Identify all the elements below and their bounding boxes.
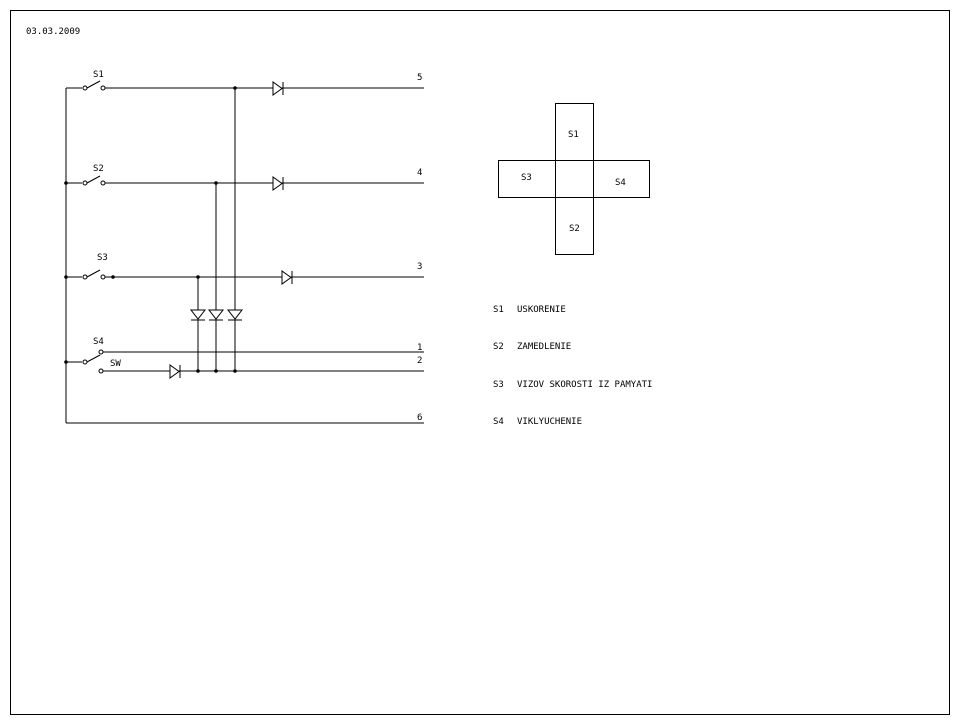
diode-line-4 [272, 176, 284, 191]
pad-down-label: S2 [569, 224, 580, 234]
legend-code-4: S4 [493, 417, 504, 427]
pad-right-box [593, 160, 650, 198]
switch-s3-label: S3 [97, 253, 108, 263]
terminal-1-label: 1 [417, 343, 422, 353]
junction-dots [64, 86, 237, 373]
drawing-border [10, 10, 950, 715]
switch-s2: S2 [66, 164, 106, 186]
switch-s2-label: S2 [93, 164, 104, 174]
terminal-3-label: 3 [417, 262, 422, 272]
pad-left-box [498, 160, 556, 198]
legend: S1 USKORENIE S2 ZAMEDLENIE S3 VIZOV SKOR… [493, 305, 652, 427]
pad-down-box [555, 197, 594, 255]
pad-left-label: S3 [521, 173, 532, 183]
diode-line-2 [169, 364, 181, 379]
terminal-5-label: 5 [417, 73, 422, 83]
legend-text-3: VIZOV SKOROSTI IZ PAMYATI [517, 380, 652, 390]
switch-s1-label: S1 [93, 70, 104, 80]
button-cross-layout: S1 S2 S3 S4 [498, 103, 650, 255]
legend-text-2: ZAMEDLENIE [517, 342, 571, 352]
diode-line-3 [281, 270, 293, 285]
switch-s4-label: S4 [93, 337, 104, 347]
switch-s1: S1 [66, 70, 106, 91]
diode-line-5 [272, 81, 284, 96]
legend-text-4: VIKLYUCHENIE [517, 417, 582, 427]
legend-text-1: USKORENIE [517, 305, 566, 315]
terminal-2-label: 2 [417, 356, 422, 366]
legend-code-3: S3 [493, 380, 504, 390]
pad-up-label: S1 [568, 130, 579, 140]
drawing-date: 03.03.2009 [26, 27, 80, 37]
legend-code-2: S2 [493, 342, 504, 352]
switch-s3: S3 [66, 253, 108, 280]
diode-matrix [189, 88, 244, 371]
switch-s4: S4 SW [66, 337, 121, 374]
switch-sw-label: SW [110, 359, 121, 369]
terminal-4-label: 4 [417, 168, 422, 178]
pad-right-label: S4 [615, 178, 626, 188]
legend-code-1: S1 [493, 305, 504, 315]
pad-up-box [555, 103, 594, 161]
terminal-6-label: 6 [417, 413, 422, 423]
circuit-schematic: S1 5 S2 4 S3 [64, 70, 424, 424]
